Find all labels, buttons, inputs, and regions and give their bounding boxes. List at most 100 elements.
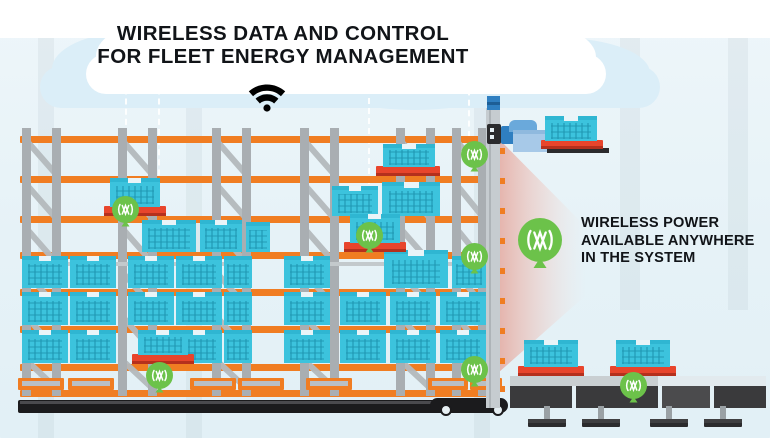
crate-r4-1: [22, 256, 68, 288]
mast-tick-6: [500, 298, 505, 304]
shuttle-fork: [547, 148, 609, 153]
shuttle-pallet: [541, 140, 603, 149]
crate-r5-1: [22, 292, 68, 325]
crate-r3-3: [246, 222, 270, 252]
agv-pallet-left: [518, 366, 584, 376]
rack-beam-row-6: [20, 326, 500, 333]
crate-r5-7: [340, 292, 386, 325]
agv-leg-4: [720, 406, 726, 420]
agv-leg-1: [544, 406, 550, 420]
badge-rack-lower-left[interactable]: [146, 362, 173, 394]
crate-r5-8: [390, 292, 436, 325]
mast-tick-8: [500, 358, 505, 364]
badge-rack-right-low[interactable]: [461, 356, 488, 388]
mast-tick-9: [500, 386, 505, 392]
rack-beam-row-5: [20, 289, 500, 296]
rack-foot-insert-2: [72, 381, 110, 386]
mast-tick-4: [500, 238, 505, 244]
crate-top-mid: [383, 144, 435, 167]
rack-beam-row-4: [20, 252, 500, 259]
shuttle-rail-clamp: [487, 124, 501, 144]
agv-pad-2: [582, 419, 620, 427]
agv-pad-3: [650, 419, 688, 427]
mast-tick-5: [500, 268, 505, 274]
agv-pad-1: [528, 419, 566, 427]
agv-body-4: [714, 386, 766, 408]
badge-rack-right-top[interactable]: [461, 141, 488, 173]
agv-deck-highlight: [658, 376, 766, 386]
badge-rack-right-mid[interactable]: [461, 243, 488, 275]
crate-r4-3: [128, 256, 174, 288]
crate-r6-6: [340, 330, 386, 363]
crate-r3-1: [142, 220, 196, 252]
crate-on-shuttle: [545, 116, 597, 141]
wireless-drop-line-4: [468, 58, 470, 158]
rack-foot-insert-4: [242, 381, 280, 386]
shuttle-body: [513, 130, 547, 152]
crate-r4-7: [384, 250, 448, 288]
crate-r5-6: [284, 292, 330, 325]
crate-r2-2: [382, 182, 440, 216]
rack-beam-row-7: [20, 364, 500, 371]
mast-tick-1: [500, 148, 505, 154]
carriage-wheel-left: [440, 404, 452, 416]
agv-pallet-right: [610, 366, 676, 376]
crate-r3-2: [200, 220, 242, 252]
agv-pad-4: [704, 419, 742, 427]
page-title: WIRELESS DATA AND CONTROL FOR FLEET ENER…: [0, 22, 566, 68]
pallet-top-mid: [376, 166, 440, 176]
page-title-line-2: FOR FLEET ENERGY MANAGEMENT: [97, 45, 469, 68]
crate-r2-1: [332, 186, 378, 216]
callout-text: WIRELESS POWER AVAILABLE ANYWHERE IN THE…: [581, 215, 755, 268]
crate-r4-4: [176, 256, 222, 288]
shuttle-canopy: [509, 120, 537, 132]
crate-r5-9: [440, 292, 486, 325]
agv-body-3: [662, 386, 710, 408]
crate-r6-2: [70, 330, 116, 363]
mast-tick-3: [500, 208, 505, 214]
mast-blue-cap: [487, 96, 500, 110]
mast-center-line: [489, 108, 491, 408]
crate-r5-2: [70, 292, 116, 325]
crate-r6-5: [284, 330, 330, 363]
crate-r6-4: [224, 330, 252, 363]
crate-agv-left: [524, 340, 578, 367]
wireless-power-badge-icon[interactable]: [518, 218, 562, 270]
rack-foot-insert-1: [22, 381, 60, 386]
rack-beam-row-3: [20, 216, 500, 223]
floor-guide-rail-highlight: [20, 401, 488, 404]
rack-foot-insert-5: [310, 381, 348, 386]
crate-r6-7: [390, 330, 436, 363]
background-pillar-5: [728, 0, 748, 310]
callout-line-2: AVAILABLE ANYWHERE: [581, 232, 755, 249]
rack-beam-row-8: [20, 390, 500, 397]
agv-body-1: [510, 386, 572, 408]
rack-foot-insert-6: [432, 381, 464, 386]
wifi-signal-icon: [247, 78, 287, 112]
crate-r5-3: [128, 292, 174, 325]
shuttle-body-trim: [513, 130, 547, 134]
crate-agv-right: [616, 340, 670, 367]
badge-rack-upper-left[interactable]: [112, 196, 139, 228]
pallet-lower-left: [132, 354, 194, 364]
wireless-drop-line-3: [368, 58, 370, 234]
crate-r4-2: [70, 256, 116, 288]
crate-r6-1: [22, 330, 68, 363]
crate-r6-8: [440, 330, 486, 363]
callout-line-3: IN THE SYSTEM: [581, 250, 696, 266]
crate-r4-5: [224, 256, 252, 288]
badge-rack-middle[interactable]: [356, 222, 383, 254]
rack-foot-insert-3: [194, 381, 232, 386]
crate-r4-6: [284, 256, 330, 288]
badge-agv-platform[interactable]: [620, 372, 647, 404]
crate-lower-left: [138, 330, 188, 355]
cloud-front: [0, 0, 770, 115]
mast-tick-2: [500, 178, 505, 184]
crate-r5-5: [224, 292, 252, 325]
rack-beam-row-1: [20, 136, 500, 143]
page-title-line-1: WIRELESS DATA AND CONTROL: [116, 22, 450, 45]
mast-tick-7: [500, 328, 505, 334]
crate-r5-4: [176, 292, 222, 325]
agv-leg-3: [666, 406, 672, 420]
